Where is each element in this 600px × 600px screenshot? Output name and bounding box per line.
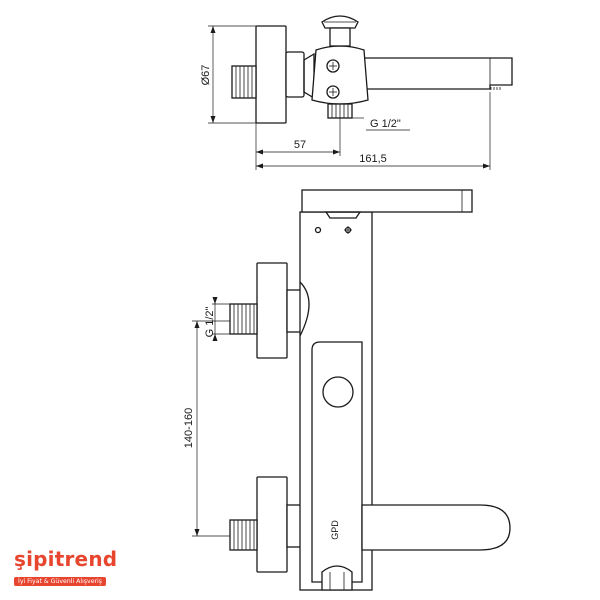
brand-name: şipitrend	[14, 547, 118, 571]
front-inset-panel	[311, 341, 363, 583]
dim-thread-top-group: G 1/2"	[352, 117, 410, 131]
front-view: GPD G 1/2" 140-160	[183, 189, 511, 591]
brand-watermark: şipitrend İyi Fiyat & Güvenli Alışveriş	[14, 548, 134, 588]
dim-depth-label: 57	[294, 139, 306, 151]
top-spout	[357, 57, 513, 90]
hot-indicator-dot	[314, 226, 322, 234]
front-lower-inlet-thread	[229, 519, 258, 551]
front-upper-flange	[256, 262, 288, 359]
top-connector-nut	[285, 51, 305, 98]
front-lower-flange	[256, 476, 288, 573]
dim-spacing-group: 140-160	[183, 320, 230, 537]
front-diverter-knob	[322, 376, 354, 408]
cold-indicator-icon	[344, 226, 352, 234]
top-wall-flange	[255, 25, 287, 124]
front-upper-thread-lines	[233, 304, 255, 334]
dim-thread-front-group: G 1/2"	[204, 297, 230, 341]
dim-thread-top-label: G 1/2"	[370, 118, 401, 130]
top-outlet-thread-lines	[331, 104, 349, 118]
front-brand-mark: GPD	[330, 520, 340, 540]
front-upper-inlet-thread	[229, 303, 258, 335]
dim-spacing-label: 140-160	[183, 408, 195, 448]
dim-length-label: 161,5	[359, 153, 387, 165]
front-lower-thread-lines	[233, 520, 255, 550]
dim-depth-group: 57	[255, 118, 341, 170]
top-spout-aerator	[490, 87, 501, 90]
dim-length-group: 161,5	[256, 92, 491, 170]
front-spout	[361, 504, 511, 551]
dim-diameter-label: Ø67	[200, 65, 212, 86]
top-inlet-thread-lines	[235, 66, 253, 98]
brand-tagline: İyi Fiyat & Güvenli Alışveriş	[14, 577, 106, 586]
dim-diameter-group: Ø67	[200, 25, 256, 124]
top-view: Ø67 G 1/2" 57 161,5	[200, 15, 513, 170]
front-hose-outlet	[321, 565, 353, 591]
dim-thread-front-label: G 1/2"	[204, 307, 216, 338]
top-mixer-body	[311, 45, 369, 105]
front-top-lever	[301, 189, 473, 213]
